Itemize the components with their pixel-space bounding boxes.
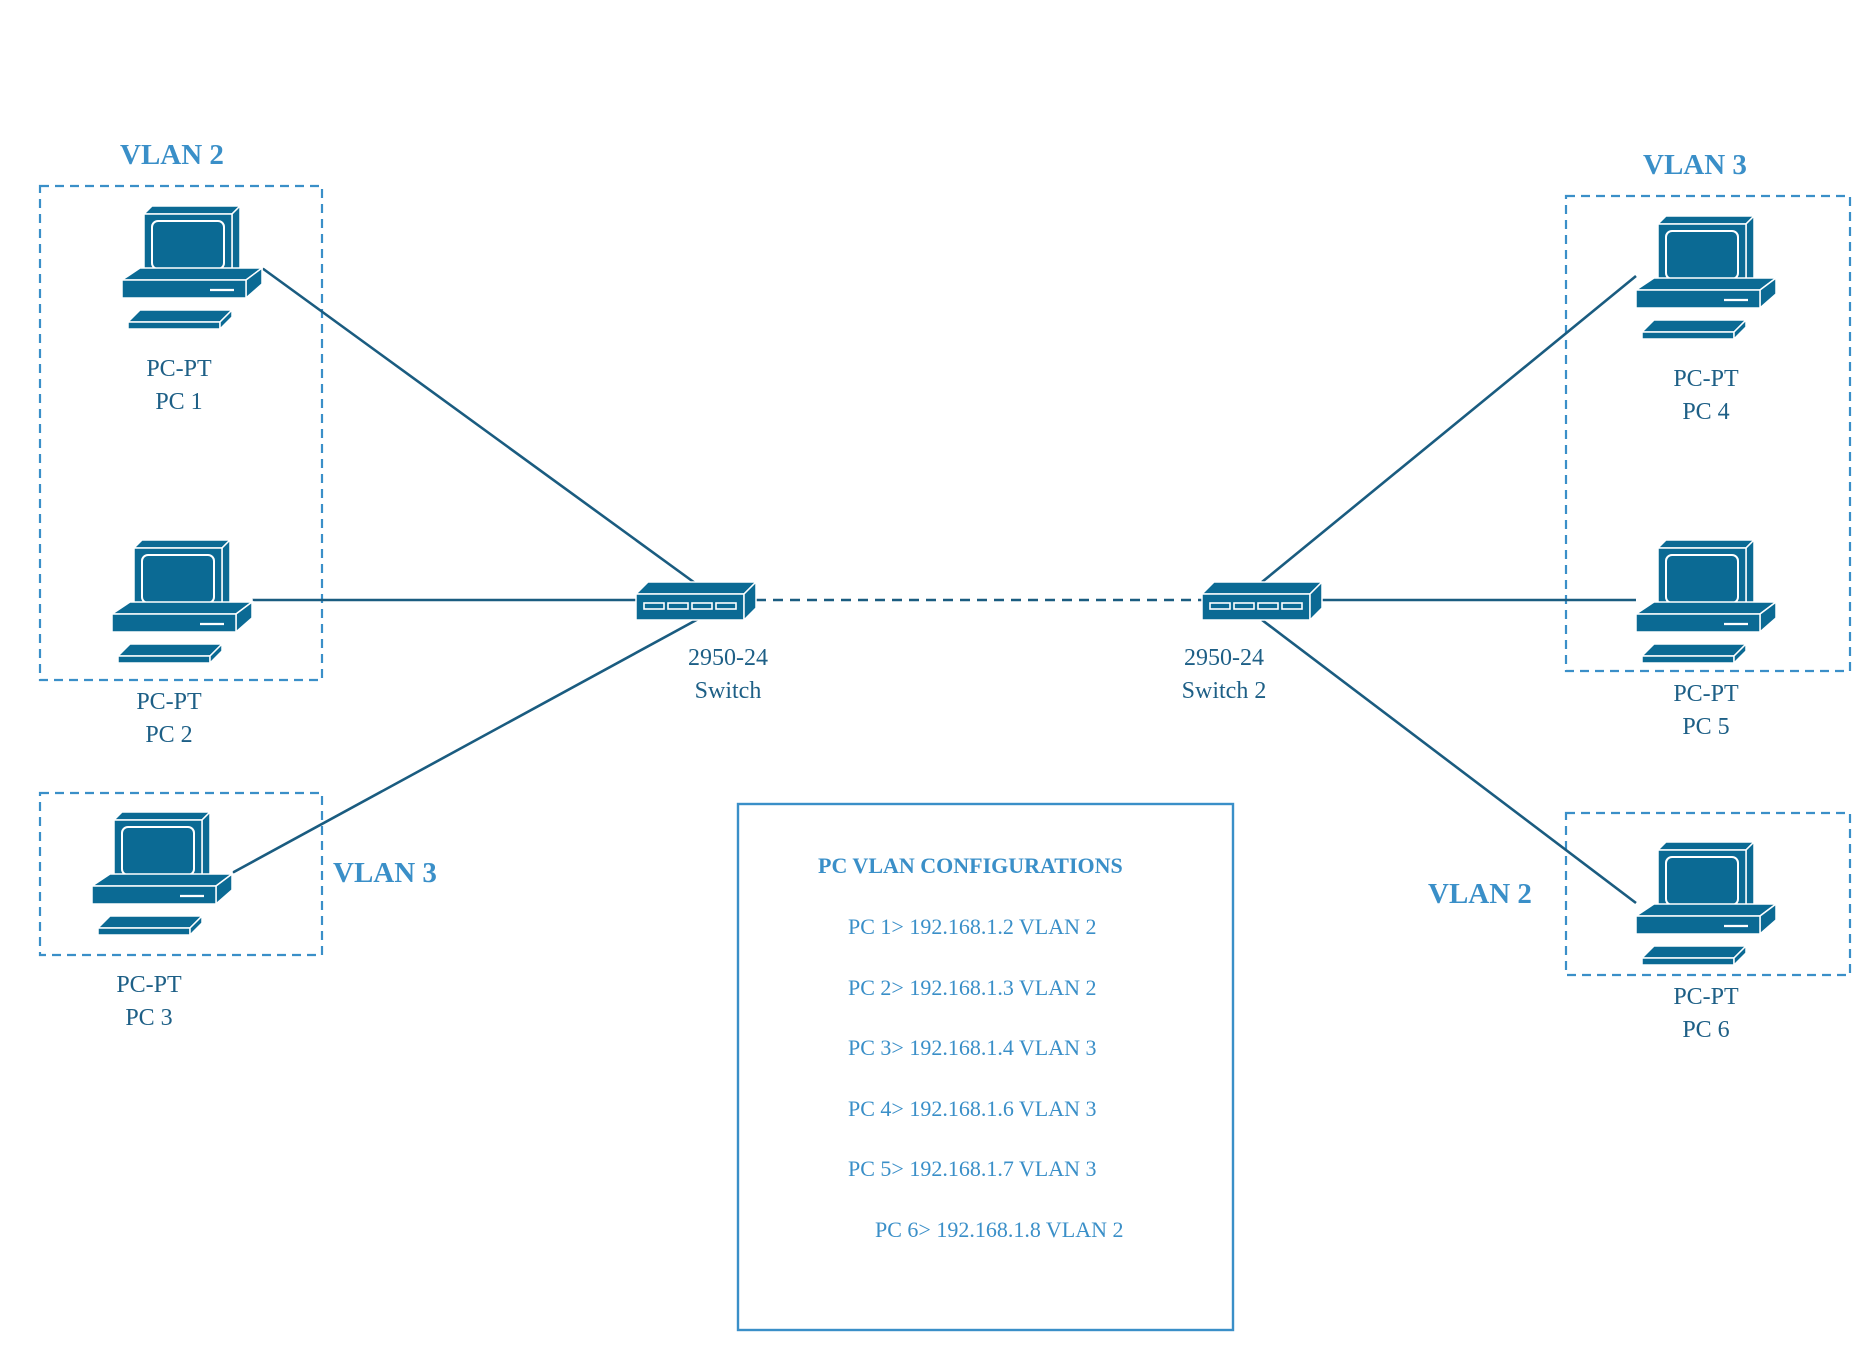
config-box	[736, 802, 1235, 1332]
network-switch-icon[interactable]	[1201, 581, 1323, 621]
switch1-model-label: 2950-24	[688, 645, 768, 671]
network-switch-icon[interactable]	[635, 581, 757, 621]
vlan-group-box-left-top	[38, 184, 324, 682]
link-pc1-switch	[261, 266, 696, 585]
config-line-pc3: PC 3> 192.168.1.4 VLAN 3	[848, 1035, 1097, 1060]
config-line-pc1: PC 1> 192.168.1.2 VLAN 2	[848, 914, 1097, 939]
config-line-pc2: PC 2> 192.168.1.3 VLAN 2	[848, 975, 1097, 1000]
pc3-type-label: PC-PT	[116, 972, 182, 998]
desktop-pc-icon[interactable]	[1634, 538, 1778, 665]
pc5-type-label: PC-PT	[1673, 681, 1739, 707]
config-line-pc5: PC 5> 192.168.1.7 VLAN 3	[848, 1156, 1097, 1181]
pc6-name-label: PC 6	[1682, 1017, 1729, 1043]
vlan-group-box-right-top	[1564, 194, 1852, 673]
desktop-pc-icon[interactable]	[120, 204, 264, 331]
switch2-name-label: Switch 2	[1182, 678, 1267, 704]
pc2-type-label: PC-PT	[136, 689, 202, 715]
desktop-pc-icon[interactable]	[110, 538, 254, 665]
config-line-pc6: PC 6> 192.168.1.8 VLAN 2	[875, 1217, 1124, 1242]
vlan-label-left-top: VLAN 2	[120, 139, 224, 171]
vlan-label-right-top: VLAN 3	[1643, 149, 1747, 181]
desktop-pc-icon[interactable]	[1634, 214, 1778, 341]
config-box-title: PC VLAN CONFIGURATIONS	[818, 853, 1123, 878]
switch1-name-label: Switch	[695, 678, 762, 704]
pc6-type-label: PC-PT	[1673, 984, 1739, 1010]
desktop-pc-icon[interactable]	[90, 810, 234, 937]
vlan-label-left-bottom: VLAN 3	[333, 857, 437, 889]
pc1-type-label: PC-PT	[146, 356, 212, 382]
pc5-name-label: PC 5	[1682, 714, 1729, 740]
vlan-group-box-left-bottom	[38, 791, 324, 957]
pc3-name-label: PC 3	[125, 1005, 172, 1031]
vlan-label-right-bottom: VLAN 2	[1428, 878, 1532, 910]
pc1-name-label: PC 1	[155, 389, 202, 415]
link-pc3-switch	[231, 616, 701, 875]
pc2-name-label: PC 2	[145, 722, 192, 748]
pc4-type-label: PC-PT	[1673, 366, 1739, 392]
switch2-model-label: 2950-24	[1184, 645, 1264, 671]
link-switch2-pc4	[1261, 274, 1637, 584]
desktop-pc-icon[interactable]	[1634, 840, 1778, 967]
link-switch2-pc6	[1261, 618, 1637, 905]
pc4-name-label: PC 4	[1682, 399, 1729, 425]
config-line-pc4: PC 4> 192.168.1.6 VLAN 3	[848, 1096, 1097, 1121]
vlan-group-box-right-bottom	[1564, 811, 1852, 977]
